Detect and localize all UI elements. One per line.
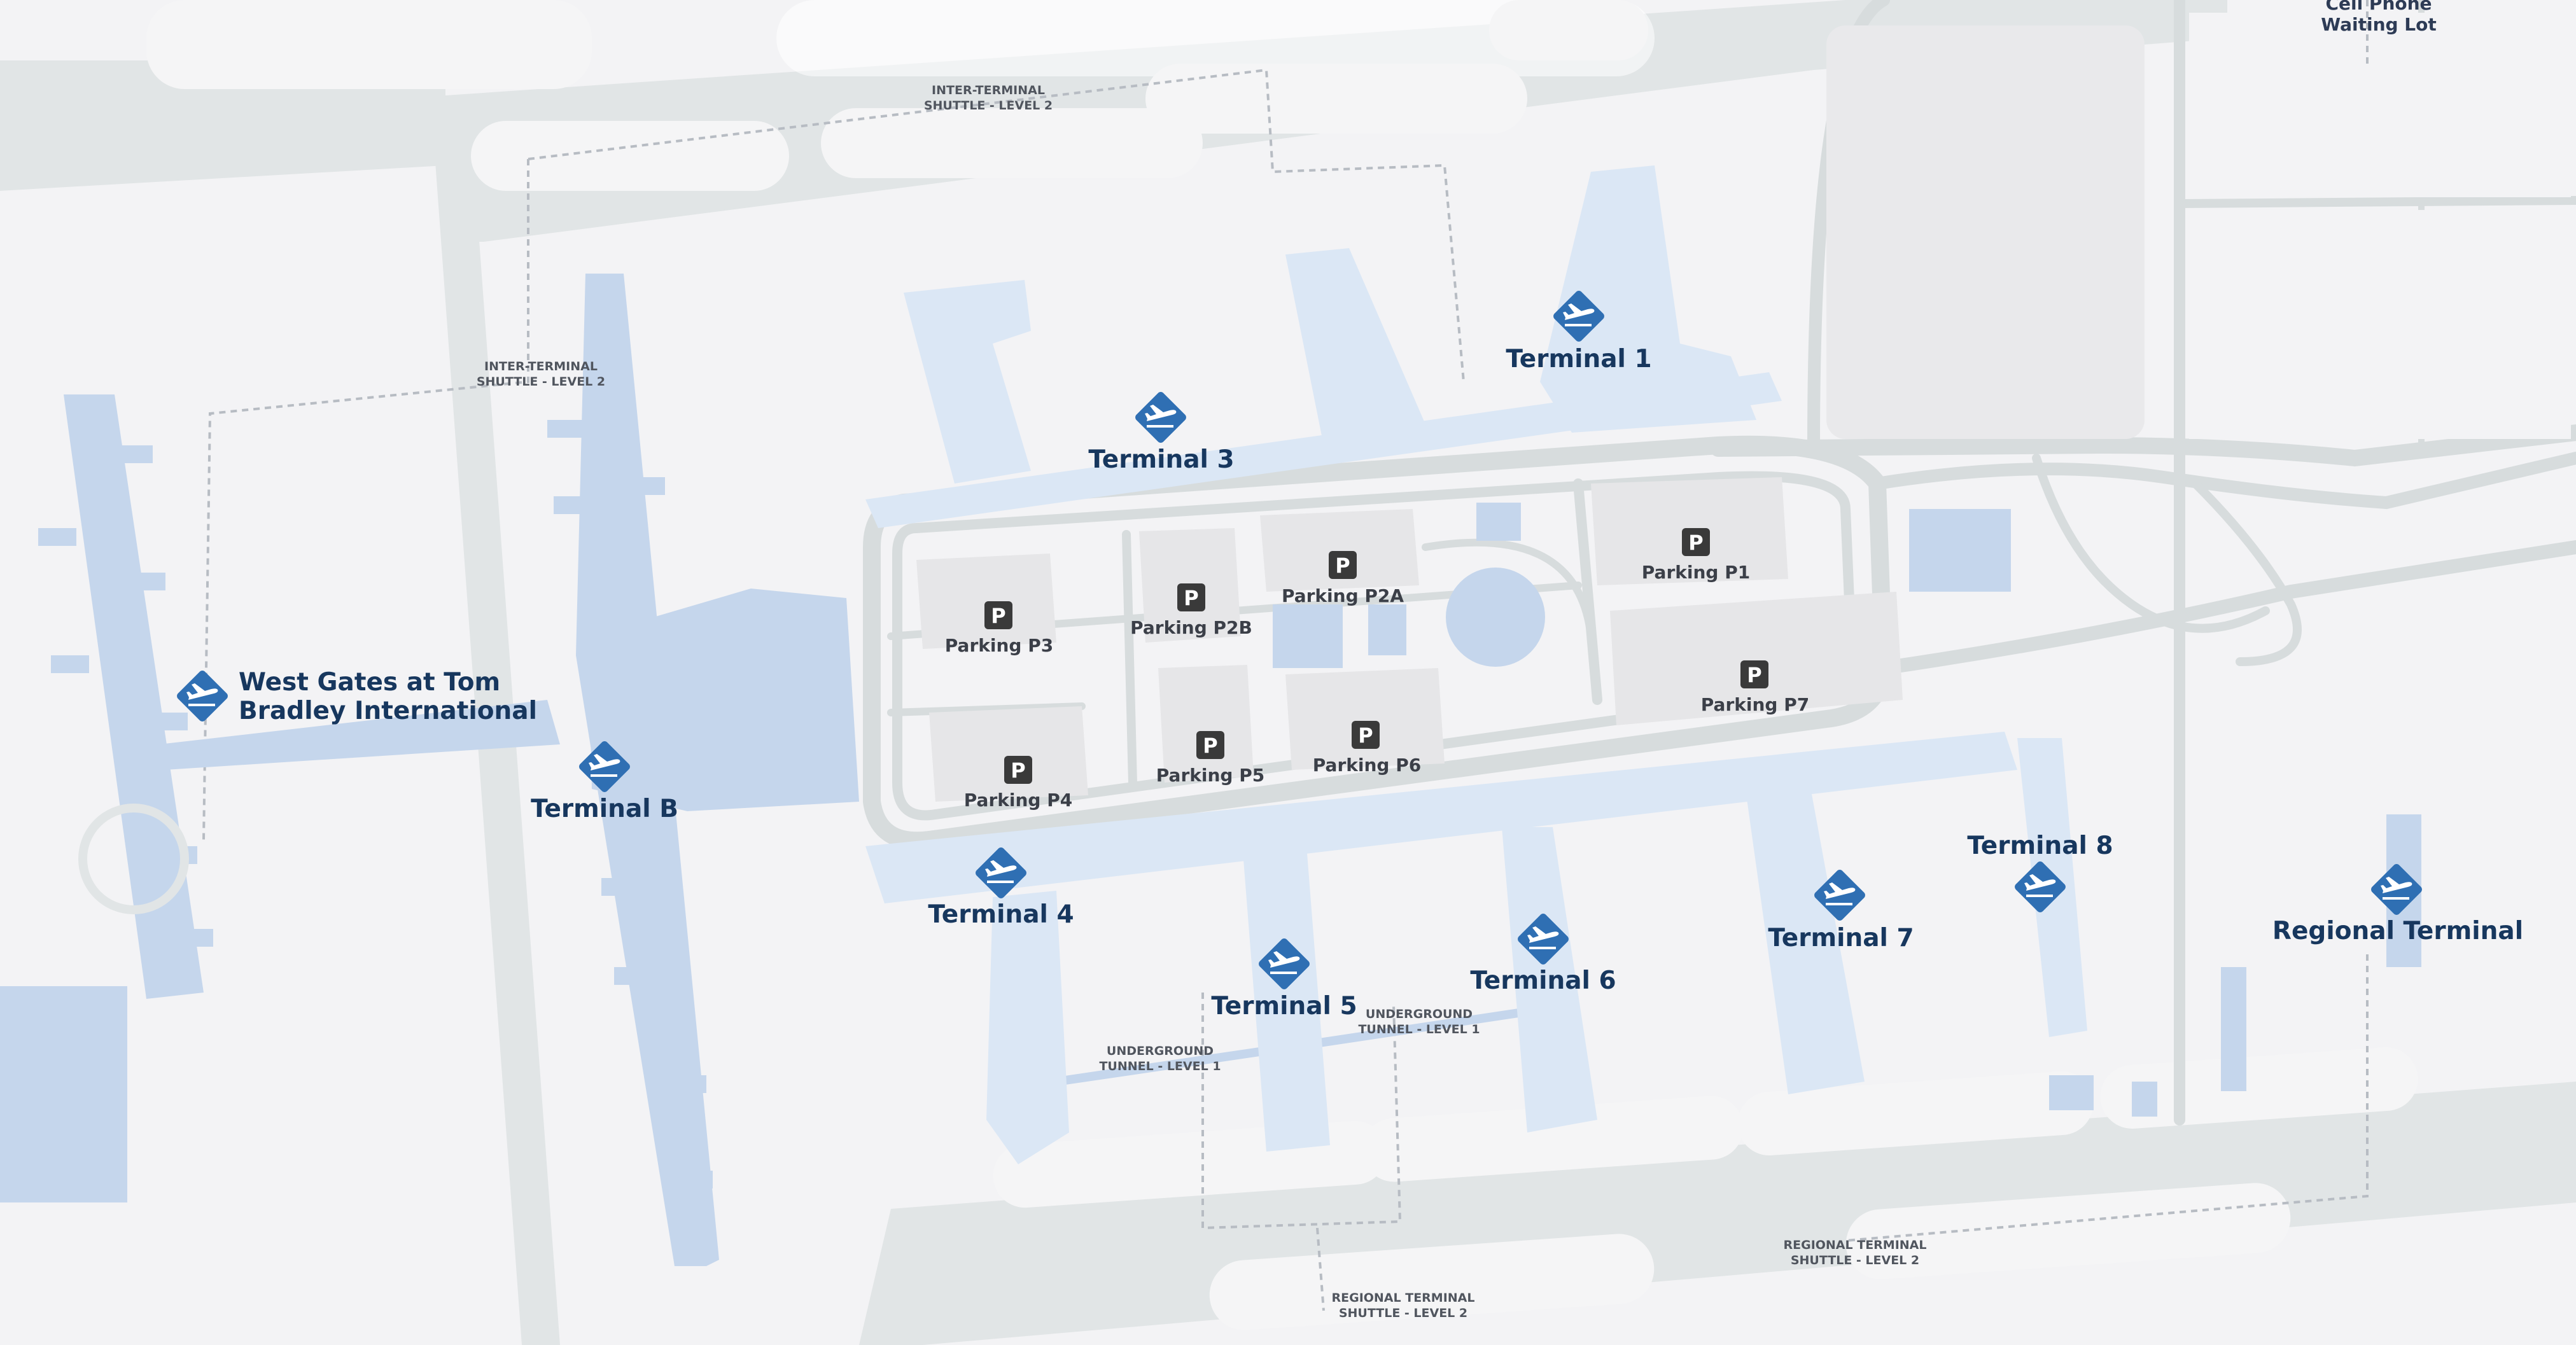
regional-shuttle-label-south-2: SHUTTLE - LEVEL 2 bbox=[1339, 1306, 1467, 1320]
terminal-label: Terminal B bbox=[531, 795, 678, 823]
parking-symbol: P bbox=[1011, 758, 1025, 783]
tunnel-label-east-1: UNDERGROUND bbox=[1366, 1007, 1473, 1021]
parking-structure-p5 bbox=[1158, 665, 1254, 783]
parking-p7-marker[interactable]: P Parking P7 bbox=[1701, 660, 1809, 715]
west-hangar bbox=[0, 986, 127, 1202]
parking-markers: P Parking P3 P Parking P2B P Parking P2A… bbox=[945, 528, 1809, 811]
terminal-markers: Terminal 1 Terminal 3 Terminal B West Ga… bbox=[175, 289, 2523, 1021]
parking-badge bbox=[1682, 528, 1710, 556]
cell-phone-lot-label-2: Waiting Lot bbox=[2321, 14, 2437, 35]
parking-label: Parking P5 bbox=[1156, 765, 1264, 786]
terminal-7-pier bbox=[1744, 770, 1865, 1094]
parking-badge bbox=[1196, 731, 1224, 759]
parking-p2b-marker[interactable]: P Parking P2B bbox=[1130, 583, 1252, 638]
shuttle-label-north-1: INTER-TERMINAL bbox=[932, 83, 1045, 97]
cell-phone-lot-area bbox=[1826, 25, 2145, 439]
regional-shuttle-label-east-1: REGIONAL TERMINAL bbox=[1783, 1238, 1926, 1252]
parking-label: Parking P2B bbox=[1130, 617, 1252, 638]
terminal-3-marker[interactable]: Terminal 3 bbox=[1088, 390, 1235, 474]
shuttle-label-north-2: SHUTTLE - LEVEL 2 bbox=[924, 99, 1053, 113]
parking-badge bbox=[984, 601, 1012, 629]
parking-p2a-marker[interactable]: P Parking P2A bbox=[1282, 551, 1404, 606]
parking-badge bbox=[1740, 660, 1768, 688]
terminal-label: Terminal 7 bbox=[1768, 924, 1914, 952]
terminal-label: Terminal 6 bbox=[1470, 966, 1616, 995]
terminal-label-line1: West Gates at Tom bbox=[239, 668, 500, 697]
shuttle-label-west-2: SHUTTLE - LEVEL 2 bbox=[477, 375, 605, 389]
lot-layer bbox=[0, 13, 2571, 1202]
terminal-label: Terminal 1 bbox=[1506, 345, 1651, 373]
airplane-departure-icon bbox=[1133, 390, 1188, 445]
parking-badge bbox=[1329, 551, 1357, 579]
northwest-runway bbox=[0, 60, 445, 191]
parking-p6-marker[interactable]: P Parking P6 bbox=[1313, 721, 1421, 776]
terminal-6-marker[interactable]: Terminal 6 bbox=[1470, 912, 1616, 995]
terminal-label: Terminal 8 bbox=[1967, 832, 2113, 860]
shuttle-label-west-1: INTER-TERMINAL bbox=[484, 359, 598, 373]
terminal-8-marker[interactable]: Terminal 8 bbox=[1967, 832, 2113, 914]
cell-phone-lot-label-1: Cell Phone bbox=[2325, 0, 2432, 14]
parking-symbol: P bbox=[1335, 554, 1350, 578]
tunnel-label-west-1: UNDERGROUND bbox=[1107, 1044, 1214, 1058]
terminal-1-marker[interactable]: Terminal 1 bbox=[1506, 289, 1652, 373]
parking-p4-marker[interactable]: P Parking P4 bbox=[964, 756, 1072, 811]
terminal-b-concourse bbox=[576, 274, 719, 1266]
terminal-label: Terminal 3 bbox=[1088, 445, 1234, 474]
terminal-label: Terminal 4 bbox=[928, 900, 1074, 929]
parking-structure-p2a bbox=[1260, 509, 1419, 592]
terminal-4-pier bbox=[986, 891, 1069, 1164]
theme-building bbox=[1446, 568, 1545, 667]
west-gates-marker[interactable]: West Gates at Tom Bradley International bbox=[175, 668, 537, 725]
terminal-1-pier bbox=[1540, 165, 1756, 433]
north-terminals-band bbox=[865, 372, 1782, 528]
parking-p3-marker[interactable]: P Parking P3 bbox=[945, 601, 1053, 656]
parking-symbol: P bbox=[1747, 663, 1761, 687]
terminal-label: Regional Terminal bbox=[2272, 917, 2523, 945]
tunnel-label-east-2: TUNNEL - LEVEL 1 bbox=[1358, 1022, 1480, 1036]
parking-label: Parking P1 bbox=[1642, 562, 1750, 583]
parking-structure-p4 bbox=[929, 706, 1088, 802]
parking-label: Parking P7 bbox=[1701, 694, 1809, 715]
parking-p5-marker[interactable]: P Parking P5 bbox=[1156, 731, 1264, 786]
terminal-5-marker[interactable]: Terminal 5 bbox=[1211, 937, 1357, 1021]
parking-structure-p3 bbox=[916, 554, 1056, 649]
parking-label: Parking P2A bbox=[1282, 585, 1404, 606]
south-terminals-band bbox=[865, 732, 2017, 903]
parking-structure-p6 bbox=[1285, 668, 1445, 770]
terminal-label: Terminal 5 bbox=[1211, 992, 1357, 1021]
parking-badge bbox=[1352, 721, 1380, 749]
parking-symbol: P bbox=[1688, 531, 1703, 555]
tunnel-label-west-2: TUNNEL - LEVEL 1 bbox=[1099, 1059, 1221, 1073]
terminal-3-pier bbox=[904, 280, 1031, 484]
regional-terminal-marker[interactable]: Regional Terminal bbox=[2272, 862, 2523, 945]
parking-symbol: P bbox=[991, 604, 1005, 628]
regional-shuttle-label-east-2: SHUTTLE - LEVEL 2 bbox=[1791, 1253, 1919, 1267]
terminal-6-pier bbox=[1502, 827, 1597, 1132]
parking-symbol: P bbox=[1358, 723, 1373, 748]
terminal-b-marker[interactable]: Terminal B bbox=[531, 739, 678, 823]
terminal-2-pier bbox=[1285, 248, 1432, 445]
parking-symbol: P bbox=[1203, 734, 1217, 758]
shuttle-routes bbox=[202, 0, 2369, 1311]
parking-symbol: P bbox=[1184, 586, 1198, 610]
terminal-label-line2: Bradley International bbox=[239, 697, 537, 725]
parking-structure-p7 bbox=[1610, 592, 1903, 725]
shuttle-labels: INTER-TERMINAL SHUTTLE - LEVEL 2 INTER-T… bbox=[477, 0, 2437, 1320]
terminal-4-marker[interactable]: Terminal 4 bbox=[928, 846, 1074, 929]
west-gates-connector bbox=[159, 700, 560, 770]
terminal-7-marker[interactable]: Terminal 7 bbox=[1768, 868, 1914, 952]
parking-badge bbox=[1177, 583, 1205, 611]
regional-shuttle-label-south-1: REGIONAL TERMINAL bbox=[1331, 1291, 1474, 1305]
parking-p1-marker[interactable]: P Parking P1 bbox=[1642, 528, 1750, 583]
parking-label: Parking P6 bbox=[1313, 755, 1421, 776]
century-blvd bbox=[1710, 424, 2576, 467]
parking-label: Parking P3 bbox=[945, 635, 1053, 656]
parking-badge bbox=[1004, 756, 1032, 784]
terminal-buildings bbox=[38, 165, 2421, 1266]
parking-label: Parking P4 bbox=[964, 790, 1072, 811]
